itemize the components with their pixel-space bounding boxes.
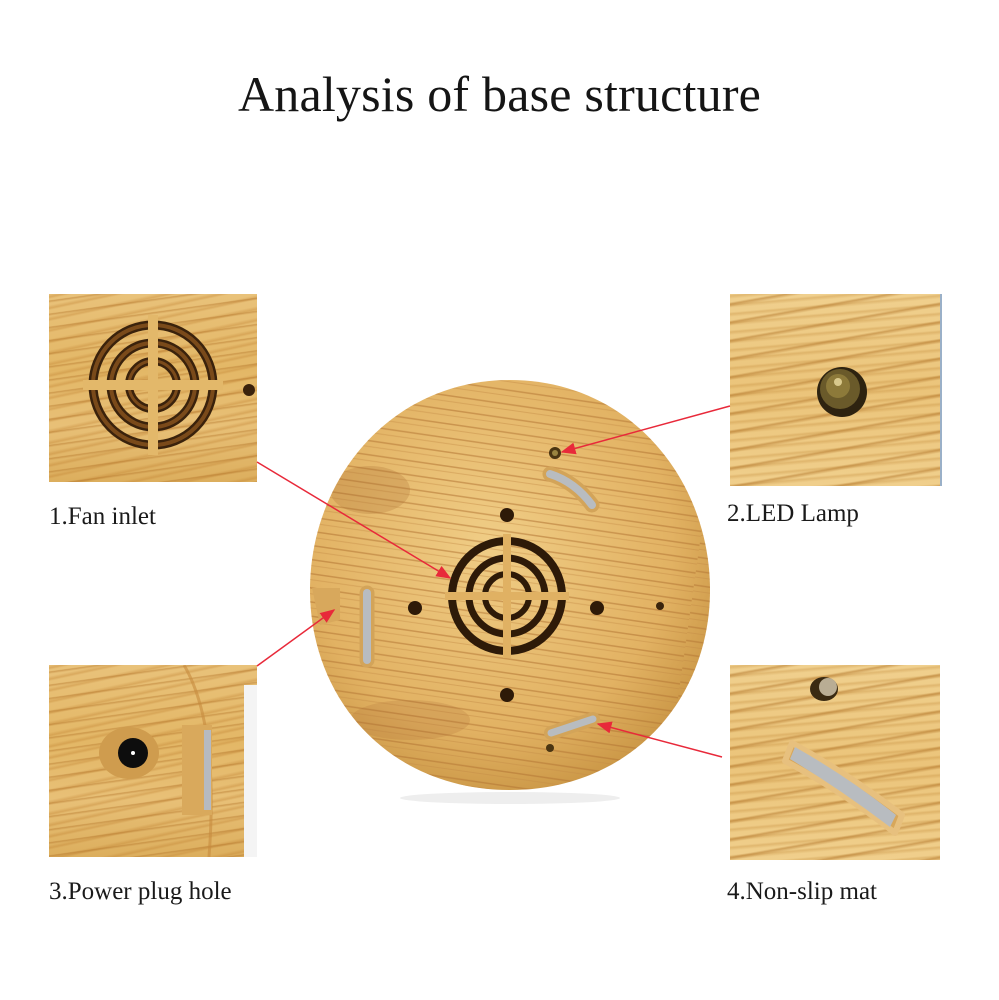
non-slip-mat-caption: 4.Non-slip mat [727, 878, 877, 905]
arrow-fan-inlet [256, 461, 452, 579]
led-lamp-caption: 2.LED Lamp [727, 500, 859, 527]
non-slip-mat-detail-image [730, 665, 940, 860]
main-fan-grille-icon [445, 534, 569, 658]
arrow-led-lamp [560, 405, 731, 455]
led-lamp-icon [817, 367, 867, 417]
arrow-power-plug [256, 609, 336, 667]
power-plug-caption: 3.Power plug hole [49, 878, 232, 905]
rubber-pad-icon [782, 677, 905, 836]
fan-grille-icon [83, 315, 255, 455]
fan-inlet-detail-image [49, 294, 257, 482]
diffuser-base-image [300, 370, 720, 810]
fan-inlet-caption: 1.Fan inlet [49, 503, 156, 530]
led-lamp-detail-image [730, 294, 942, 486]
power-plug-detail-image [49, 665, 257, 857]
arrow-non-slip-mat [596, 721, 723, 758]
page-title: Analysis of base structure [237, 66, 762, 122]
power-jack-icon [99, 665, 257, 857]
